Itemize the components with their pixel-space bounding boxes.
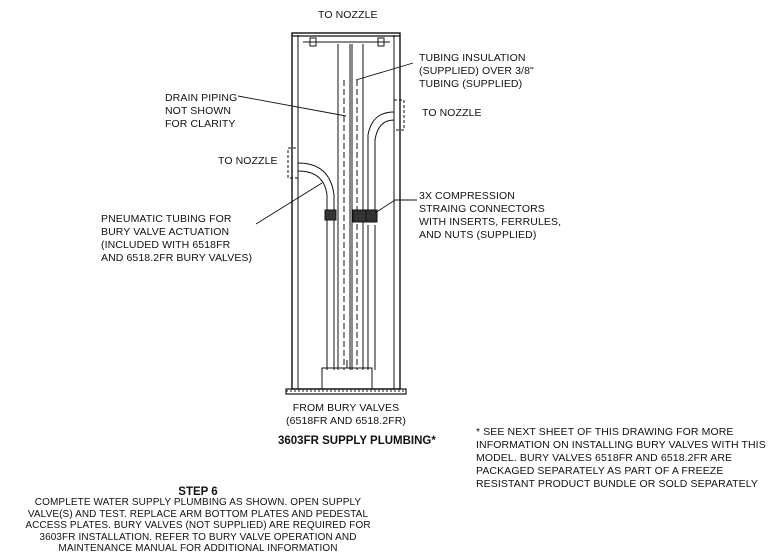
from-bury-valves-label: FROM BURY VALVES (6518FR AND 6518.2FR) (286, 402, 406, 427)
to-nozzle-top-label: TO NOZZLE (318, 9, 378, 21)
left-nozzle-elbow (287, 147, 335, 210)
drawing-title: 3603FR SUPPLY PLUMBING* (278, 435, 436, 447)
step-title: STEP 6 (178, 486, 218, 498)
pneumatic-tubing (326, 220, 376, 370)
base-plate (285, 388, 407, 395)
to-nozzle-left-label: TO NOZZLE (218, 155, 278, 167)
compression-connectors-label: 3X COMPRESSION STRAING CONNECTORS WITH I… (419, 190, 562, 241)
drain-piping-label: DRAIN PIPING NOT SHOWN FOR CLARITY (165, 92, 238, 130)
right-nozzle-elbow (367, 99, 405, 210)
compression-connectors (324, 209, 378, 223)
supply-tubes (337, 44, 364, 370)
tubing-insulation-label: TUBING INSULATION (SUPPLIED) OVER 3/8" T… (419, 52, 534, 90)
bury-valve-note: * SEE NEXT SHEET OF THIS DRAWING FOR MOR… (476, 426, 766, 490)
bury-valve-box (321, 360, 373, 390)
step-instructions: COMPLETE WATER SUPPLY PLUMBING AS SHOWN.… (25, 497, 371, 554)
pedestal-body (291, 32, 401, 390)
to-nozzle-right-label: TO NOZZLE (422, 107, 482, 119)
leader-lines (237, 62, 417, 225)
pneumatic-tubing-label: PNEUMATIC TUBING FOR BURY VALVE ACTUATIO… (101, 213, 253, 264)
